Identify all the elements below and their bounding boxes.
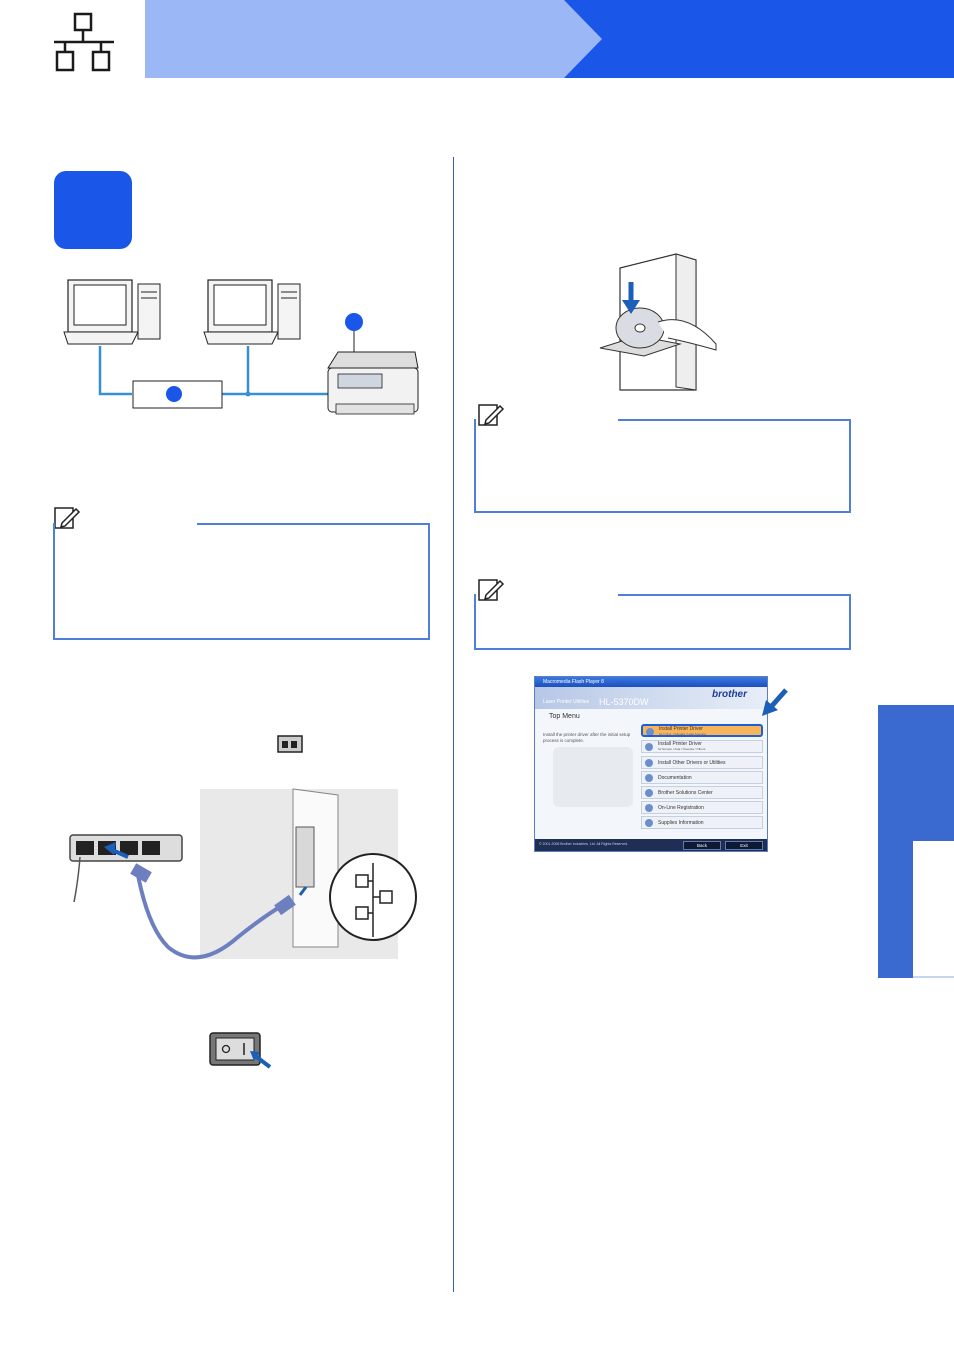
globe-icon (645, 789, 653, 797)
side-tab-section (878, 705, 913, 978)
note-box (474, 419, 851, 513)
installer-product-line: Laser Printer Utilities (543, 699, 590, 705)
pc-icon (63, 279, 161, 345)
menu-install-printer-driver-europe[interactable]: Install Printer Driver for Europe / Asia… (641, 740, 763, 753)
note-box-rule (618, 594, 851, 596)
exit-button[interactable]: Exit (725, 841, 763, 850)
document-icon (645, 774, 653, 782)
installer-brand-logo: brother (712, 689, 747, 700)
network-diagram (60, 270, 430, 430)
installer-copyright: © 2001-2008 Brother Industries, Ltd. All… (539, 842, 629, 846)
installer-titlebar (535, 677, 767, 687)
menu-item-label: On-Line Registration (658, 805, 704, 811)
pc-icon (203, 279, 301, 345)
back-button[interactable]: Back (683, 841, 721, 850)
menu-item-label: Install Printer Driver (659, 726, 703, 732)
menu-install-other-drivers[interactable]: Install Other Drivers or Utilities (641, 756, 763, 769)
menu-item-label: Supplies Information (658, 820, 704, 826)
installer-top-menu-heading: Top Menu (549, 713, 580, 720)
registration-icon (645, 804, 653, 812)
installer-model: HL-5370DW (599, 697, 649, 707)
step-badge (54, 171, 132, 249)
side-tab-inactive (913, 841, 954, 978)
menu-documentation[interactable]: Documentation (641, 771, 763, 784)
installer-printer-image (553, 747, 633, 807)
column-divider (453, 157, 454, 1292)
network-icon (52, 12, 116, 74)
note-box (474, 594, 851, 650)
menu-install-printer-driver-americas[interactable]: Install Printer Driver for U.S.A. / Cana… (641, 724, 763, 737)
power-switch-icon (208, 1031, 276, 1071)
side-tab-rule (913, 976, 954, 978)
note-icon (476, 577, 506, 603)
menu-item-sub: for U.S.A. / Canada / Latin America (659, 732, 706, 736)
printer-icon (327, 351, 419, 415)
lan-port-icon (277, 735, 303, 753)
menu-item-label: Install Other Drivers or Utilities (658, 760, 726, 766)
menu-item-label: Documentation (658, 775, 692, 781)
note-icon (52, 505, 82, 531)
cd-icon (598, 252, 722, 392)
driver-icon (645, 743, 653, 751)
installer-screenshot: Macromedia Flash Player 8 brother Laser … (534, 676, 768, 852)
installer-description: Install the printer driver after the ini… (543, 732, 631, 743)
tools-icon (645, 759, 653, 767)
installer-title: Macromedia Flash Player 8 (543, 679, 604, 685)
note-box (53, 523, 430, 640)
side-tab-active (913, 705, 954, 841)
header-band-dark (560, 0, 954, 78)
header-arrow-mask (560, 0, 602, 78)
note-icon (476, 402, 506, 428)
installer-banner (535, 687, 767, 709)
cable-connection-illustration (68, 787, 418, 967)
supplies-icon (645, 819, 653, 827)
menu-supplies-information[interactable]: Supplies Information (641, 816, 763, 829)
menu-item-label: Install Printer Driver (658, 741, 702, 747)
menu-solutions-center[interactable]: Brother Solutions Center (641, 786, 763, 799)
menu-item-label: Brother Solutions Center (658, 790, 713, 796)
pointer-arrow-icon (760, 686, 790, 720)
note-box-rule (197, 523, 430, 525)
driver-icon (646, 728, 654, 735)
menu-item-sub: for Europe / Asia / Oceania / Others (658, 747, 706, 751)
menu-online-registration[interactable]: On-Line Registration (641, 801, 763, 814)
note-box-rule (618, 419, 851, 421)
